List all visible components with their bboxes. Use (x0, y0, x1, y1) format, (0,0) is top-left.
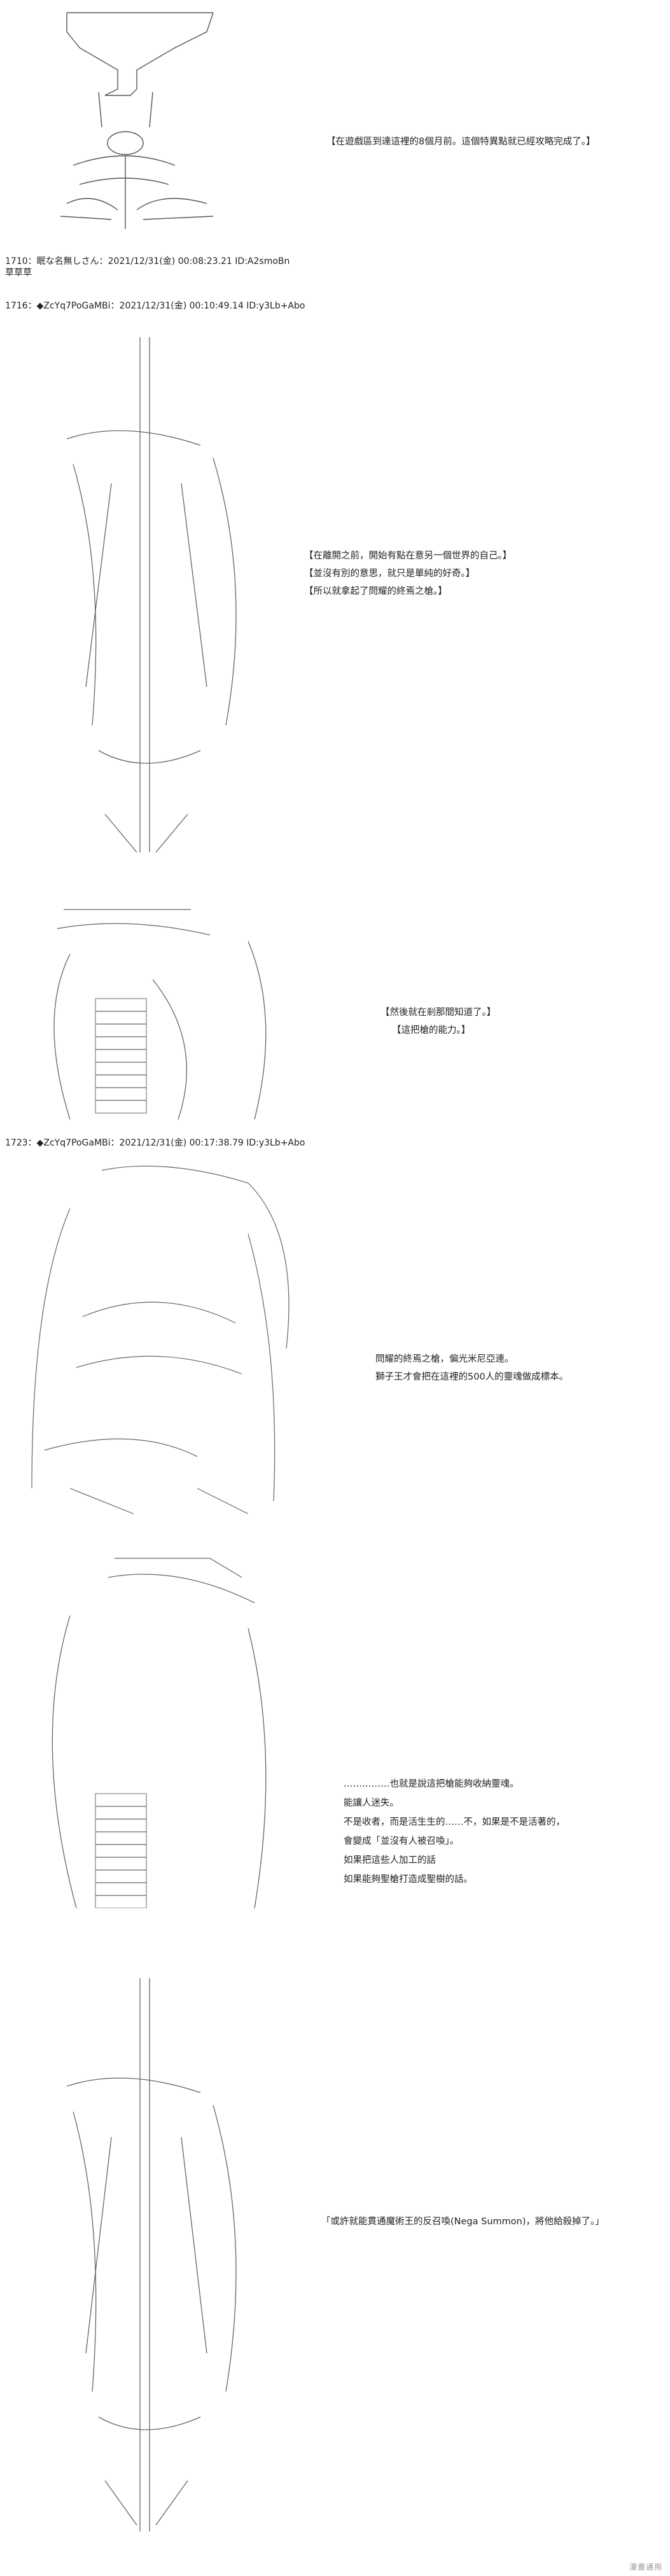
dialogue-line: 【在離開之前，開始有點在意另一個世界的自己。】 (304, 551, 512, 561)
dialogue-block-5: ……………也就是說這把槍能夠收納靈魂。 能讓人迷失。 不是收者，而是活生生的……… (344, 1775, 565, 1889)
dialogue-line: 「或許就能貫通魔術王的反召喚(Nega Summon)，將他給殺掉了。」 (321, 2217, 604, 2227)
dialogue-block-4: 問耀的終焉之槍，偏光米尼亞連。 獅子王才會把在這裡的500人的靈魂做成標本。 (375, 1350, 568, 1386)
dialogue-line: 【然後就在剎那間知道了。】 (380, 1008, 496, 1018)
post-header: 1716：◆ZcYq7PoGaMBi：2021/12/31(金) 00:10:4… (5, 301, 305, 311)
hatched-figure-ascii-art (0, 903, 305, 1132)
dialogue-line: 如果把這些人加工的話 (344, 1855, 436, 1866)
dialogue-line: 如果能夠聖槍打造成聖樹的話。 (344, 1874, 473, 1885)
post-body: 草草草 (5, 268, 32, 278)
spear-figure-ascii-art-2 (48, 1972, 277, 2544)
dense-figure-ascii-art (6, 1158, 312, 1527)
dialogue-block-2: 【在離開之前，開始有點在意另一個世界的自己。】 【並沒有別的意思，就只是單純的好… (304, 547, 512, 600)
dialogue-block-1: 【在遊戲區到達這裡的8個月前。這個特異點就已經攻略完成了。】 (326, 132, 595, 151)
dialogue-line: ……………也就是說這把槍能夠收納靈魂。 (344, 1779, 519, 1789)
dialogue-line: 【這把槍的能力。】 (392, 1025, 471, 1035)
dialogue-line: 會變成「並沒有人被召喚」。 (344, 1836, 459, 1846)
dialogue-block-3: 【然後就在剎那間知道了。】 【這把槍的能力。】 (380, 1004, 496, 1039)
dialogue-line: 【並沒有別的意思，就只是單純的好奇。】 (304, 569, 475, 579)
post-header: 1710：眠な名無しさん：2021/12/31(金) 00:08:23.21 I… (5, 256, 290, 267)
dialogue-line: 【在遊戲區到達這裡的8個月前。這個特異點就已經攻略完成了。】 (326, 137, 596, 147)
dialogue-line: 獅子王才會把在這裡的500人的靈魂做成標本。 (375, 1372, 569, 1382)
dialogue-line: 能讓人迷失。 (344, 1798, 399, 1808)
dialogue-line: 問耀的終焉之槍，偏光米尼亞連。 (375, 1354, 514, 1364)
post-header: 1723：◆ZcYq7PoGaMBi：2021/12/31(金) 00:17:3… (5, 1138, 305, 1148)
grail-ascii-art (54, 0, 245, 235)
spear-figure-ascii-art (48, 331, 277, 871)
dialogue-line: 不是收者，而是活生生的……不，如果是不是活著的， (344, 1817, 565, 1827)
dialogue-line: 【所以就拿起了問耀的終焉之槍。】 (304, 586, 447, 597)
dialogue-block-6: 「或許就能貫通魔術王的反召喚(Nega Summon)，將他給殺掉了。」 (321, 2212, 604, 2231)
hatched-figure-ascii-art-2 (0, 1552, 305, 1908)
watermark: 漫畫通用 (629, 2563, 662, 2572)
